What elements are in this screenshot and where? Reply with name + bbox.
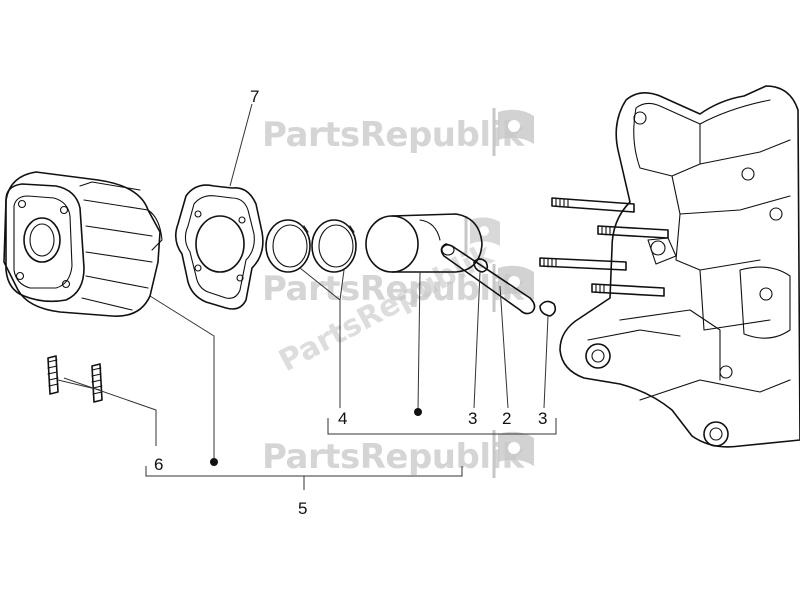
callout-7: 7 xyxy=(250,87,259,106)
callout-4: 4 xyxy=(338,409,347,428)
leader-lines xyxy=(57,103,557,490)
callout-3-left: 3 xyxy=(468,409,477,428)
watermark-text: PartsRepublik xyxy=(262,115,526,155)
crankcase xyxy=(559,85,800,448)
cylinder xyxy=(3,171,163,317)
callout-2: 2 xyxy=(502,409,511,428)
watermark-bottom: PartsRepublik xyxy=(262,430,534,478)
assembly-dot-cylinder xyxy=(210,458,218,466)
piston-pin xyxy=(440,243,536,315)
watermark-text: PartsRepublik xyxy=(262,437,526,477)
crankcase-stud-2 xyxy=(597,225,669,239)
stud-bolt-left xyxy=(47,355,59,395)
callout-3-right: 3 xyxy=(538,409,547,428)
watermark-logo-icon xyxy=(464,216,500,256)
watermark-logo-icon xyxy=(492,108,534,156)
head-gasket xyxy=(174,184,264,310)
crankcase-stud-1 xyxy=(551,197,635,213)
watermark-logo-icon xyxy=(492,430,534,478)
crankcase-stud-4 xyxy=(591,283,665,297)
callout-5: 5 xyxy=(298,499,307,518)
stud-bolt-right xyxy=(91,363,103,403)
circlip-left xyxy=(473,258,489,273)
crankcase-stud-3 xyxy=(539,257,627,271)
piston-ring-1 xyxy=(265,219,311,273)
circlip-right xyxy=(539,300,557,317)
watermark-top: PartsRepublik xyxy=(262,108,534,156)
piston-ring-2 xyxy=(311,219,357,273)
assembly-dot-piston xyxy=(414,408,422,416)
watermark-text: PartsRepublik xyxy=(262,269,526,309)
callout-6: 6 xyxy=(154,455,163,474)
